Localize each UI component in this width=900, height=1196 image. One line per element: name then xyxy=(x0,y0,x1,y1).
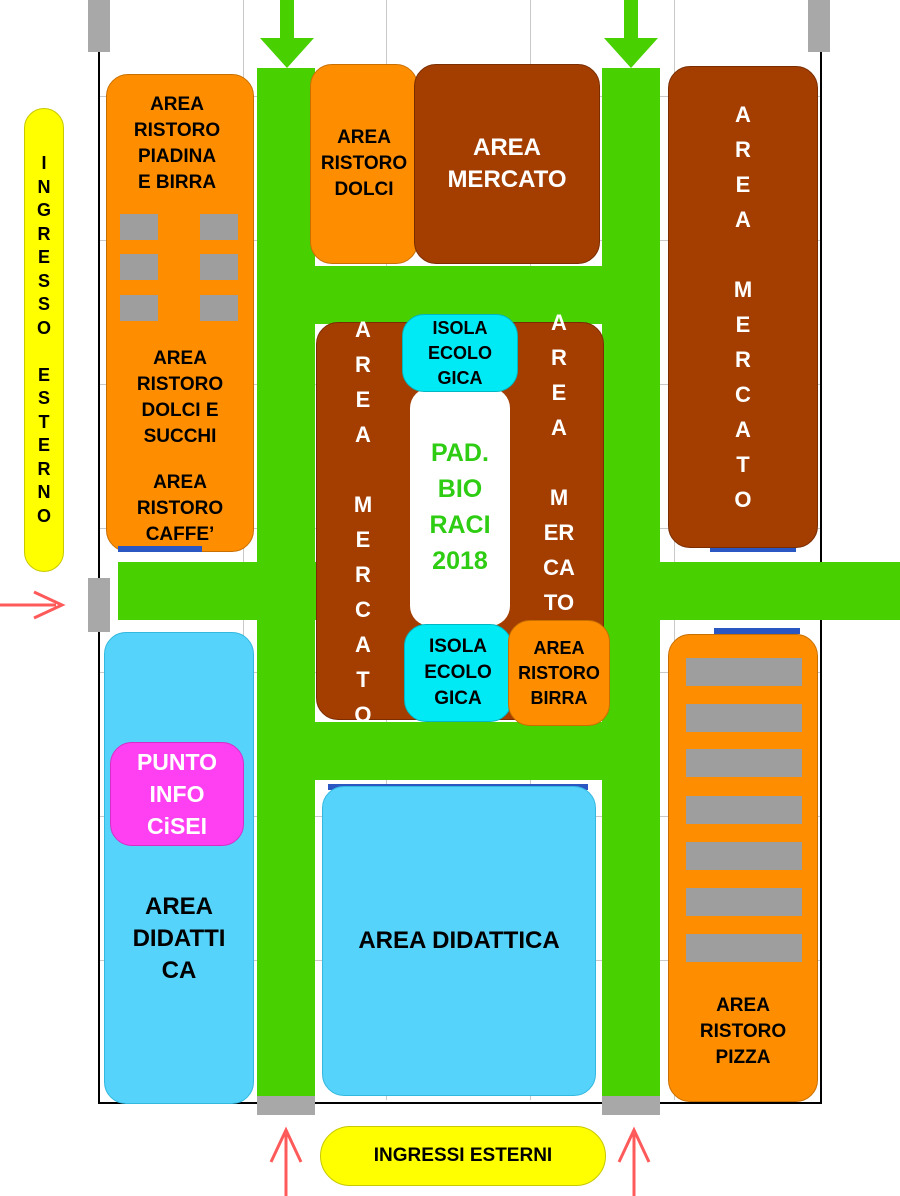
table xyxy=(686,888,802,916)
grid-line xyxy=(243,0,244,1100)
door xyxy=(257,1093,315,1115)
area-ristoro-pizza: AREA RISTORO PIZZA xyxy=(699,995,787,1068)
table xyxy=(200,254,238,280)
door xyxy=(88,0,110,52)
table xyxy=(686,749,802,777)
building-wall-bottom xyxy=(98,1102,822,1104)
ingressi-esterni-label: INGRESSI ESTERNI xyxy=(320,1126,606,1186)
area-ristoro-dolci: AREA RISTORO DOLCI xyxy=(310,64,418,264)
door xyxy=(88,578,110,632)
wall-strip xyxy=(118,546,202,552)
table xyxy=(200,214,238,240)
table xyxy=(686,934,802,962)
table xyxy=(686,704,802,732)
pad-bio-raci: PAD. BIO RACI 2018 xyxy=(410,388,510,626)
entry-arrow-icon xyxy=(0,590,66,620)
table xyxy=(686,658,802,686)
area-mercato-right: A R E A M E R C A T O xyxy=(668,66,818,548)
door xyxy=(602,1093,660,1115)
grid-line xyxy=(674,0,675,1100)
table xyxy=(120,254,158,280)
area-ristoro-birra: AREA RISTORO BIRRA xyxy=(508,620,610,726)
table xyxy=(686,796,802,824)
punto-info-cisei: PUNTO INFO CiSEI xyxy=(110,742,244,846)
table xyxy=(120,295,158,321)
table xyxy=(200,295,238,321)
isola-ecologica-bottom: ISOLA ECOLO GICA xyxy=(404,624,512,722)
door xyxy=(808,0,830,52)
entry-arrow-icon xyxy=(604,0,658,68)
ingresso-esterno-label: I N G R E S S O E S T E R N O xyxy=(24,108,64,572)
left-didattica-block xyxy=(104,632,254,1104)
entry-arrow-icon xyxy=(269,1126,303,1196)
wall-strip xyxy=(714,628,800,634)
isola-ecologica-top: ISOLA ECOLO GICA xyxy=(402,314,518,392)
area-mercato-center-left: A R E A M E R C A T O xyxy=(353,317,373,727)
area-mercato-center-right: A R E A M ER CA TO xyxy=(543,309,575,615)
table xyxy=(120,214,158,240)
building-wall-left xyxy=(98,50,100,1104)
area-ristoro-dolci-succhi: AREA RISTORO DOLCI E SUCCHI xyxy=(136,348,224,447)
area-mercato-top: AREA MERCATO xyxy=(414,64,600,264)
area-ristoro-piadina: AREA RISTORO PIADINA E BIRRA xyxy=(133,94,221,193)
wall-strip xyxy=(710,546,796,552)
area-didattica-left: AREA DIDATTI CA xyxy=(132,893,226,984)
entry-arrow-icon xyxy=(617,1126,651,1196)
table xyxy=(686,842,802,870)
area-ristoro-caffe: AREA RISTORO CAFFE’ xyxy=(136,472,224,545)
walkway-bottom-horizontal xyxy=(257,722,660,780)
entry-arrow-icon xyxy=(260,0,314,68)
area-didattica-center: AREA DIDATTICA xyxy=(322,786,596,1096)
